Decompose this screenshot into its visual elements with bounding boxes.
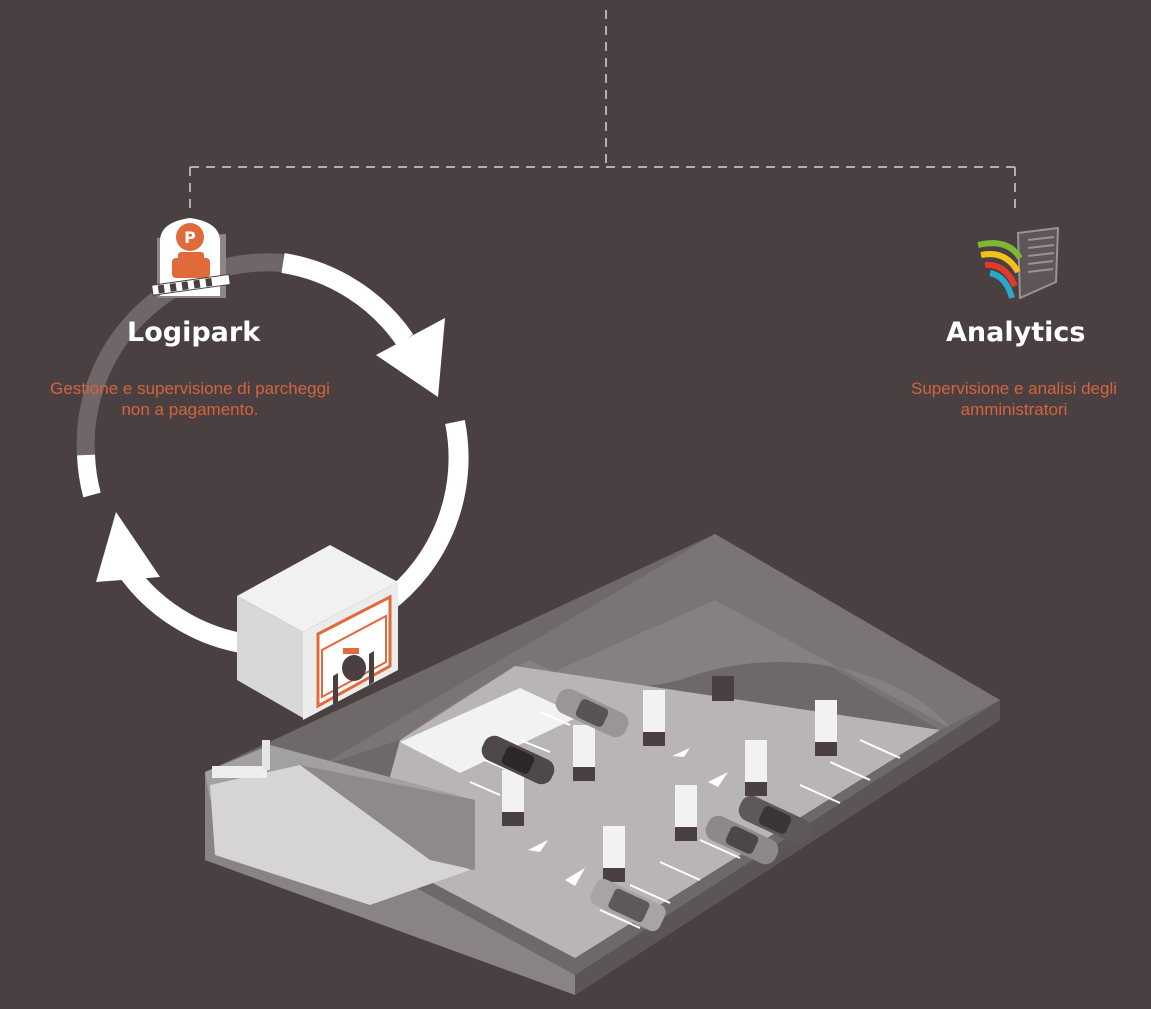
analytics-description-line-1: Supervisione e analisi degli [910,379,1118,398]
analytics-logo-icon [977,226,1060,300]
dashed-connector [189,10,1016,215]
bottom-left-arrowhead [96,512,160,582]
cycle-arrows [76,253,469,655]
isometric-parking-garage [205,534,1000,995]
svg-text:P: P [184,228,196,247]
left-small-arc [77,454,101,498]
analytics-title: Analytics [946,317,1086,348]
top-right-arrowhead [376,318,445,397]
analytics-description-line-2: amministratori [960,400,1068,419]
logipark-title: Logipark [127,317,261,348]
parked-cars [481,688,812,932]
parking-sensor-device [237,545,398,720]
right-arc [378,420,469,613]
analytics-description: Supervisione e analisi degli amministrat… [880,378,1148,420]
top-right-arrow-arc [281,253,414,346]
logipark-description-line-1: Gestione e supervisione di parcheggi [50,379,330,398]
logipark-description: Gestione e supervisione di parcheggi non… [5,378,375,420]
faded-arc [76,253,284,456]
parking-barrier-icon: P [151,218,231,298]
logipark-description-line-2: non a pagamento. [121,400,259,419]
